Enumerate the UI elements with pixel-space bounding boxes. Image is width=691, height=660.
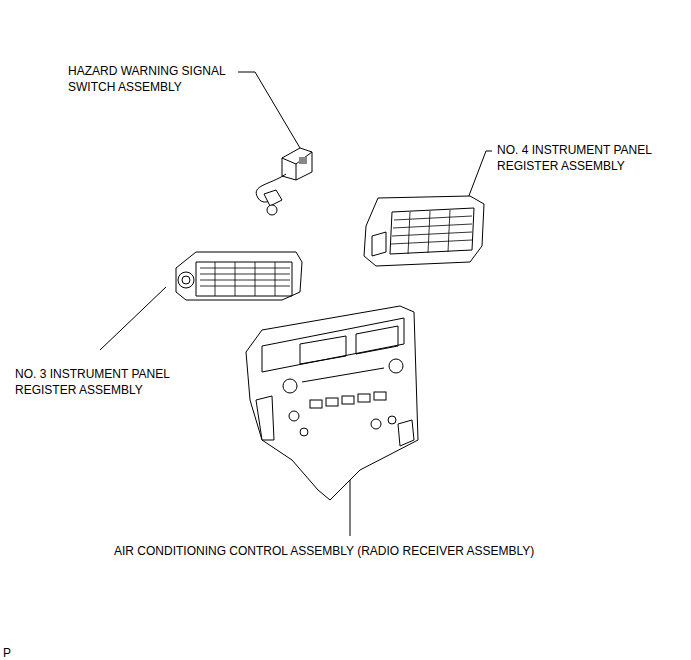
- hazard-switch: [256, 148, 312, 215]
- no4-register: [364, 196, 484, 266]
- part-name: HAZARD WARNING SIGNAL SWITCH ASSEMBLY: [68, 63, 238, 95]
- part-name: NO. 4 INSTRUMENT PANEL REGISTER ASSEMBLY: [497, 142, 682, 174]
- part-name: AIR CONDITIONING CONTROL ASSEMBLY (RADIO…: [114, 543, 534, 559]
- figure-code: P: [3, 645, 11, 660]
- no3-register: [176, 252, 302, 300]
- leader-lines: [100, 72, 492, 536]
- part-name: NO. 3 INSTRUMENT PANEL REGISTER ASSEMBLY: [15, 366, 200, 398]
- ac-control-panel: [246, 306, 418, 500]
